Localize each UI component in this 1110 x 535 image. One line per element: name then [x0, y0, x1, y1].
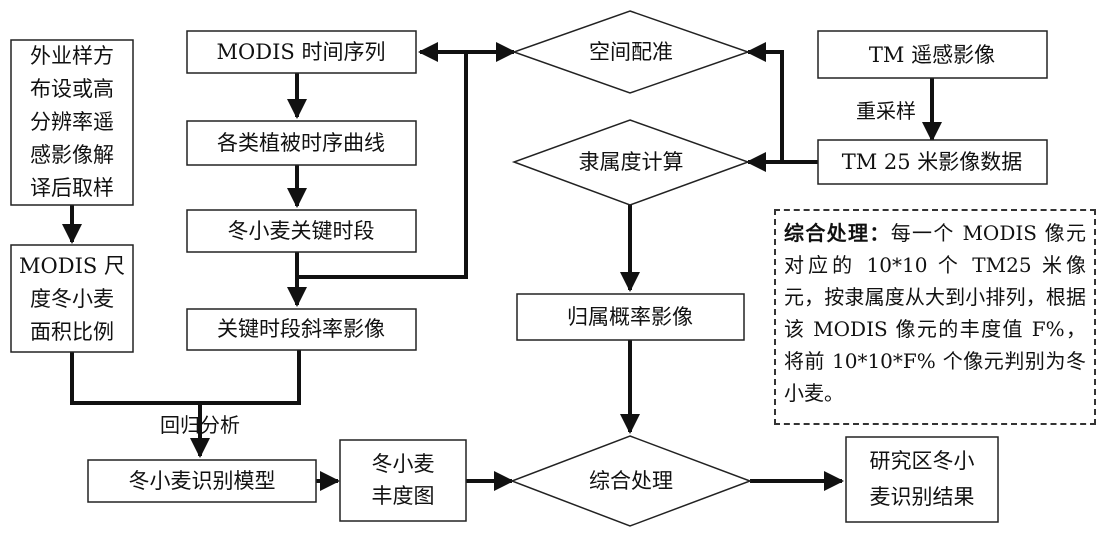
- label-integrated: 综合处理: [589, 469, 673, 493]
- note-body: 每一个 MODIS 像元对应的 10*10 个 TM25 米像元，按隶属度从大到…: [784, 221, 1086, 405]
- label-line: 冬小麦关键时段: [228, 219, 375, 243]
- label-line: 各类植被时序曲线: [217, 131, 385, 155]
- label-line: 麦识别结果: [870, 485, 975, 509]
- label-spatial-reg: 空间配准: [589, 40, 673, 64]
- label-field-sample: 外业样方布设或高分辨率遥感影像解译后取样: [30, 44, 114, 200]
- label-tm-image: TM 遥感影像: [869, 43, 995, 67]
- edge-tm25-to-registration: [748, 52, 818, 162]
- label-line: 关键时段斜率影像: [217, 317, 385, 341]
- label-key-period: 冬小麦关键时段: [228, 219, 375, 243]
- label-line: MODIS 时间序列: [217, 40, 386, 64]
- label-line: 综合处理: [589, 469, 673, 493]
- label-membership: 隶属度计算: [579, 150, 684, 174]
- label-tm25: TM 25 米影像数据: [842, 150, 1023, 174]
- label-slope-image: 关键时段斜率影像: [217, 317, 385, 341]
- label-veg-curves: 各类植被时序曲线: [217, 131, 385, 155]
- label-line: 冬小麦: [372, 452, 435, 476]
- label-line: 外业样方: [30, 44, 114, 68]
- label-prob-image: 归属概率影像: [567, 305, 693, 329]
- label-line: 隶属度计算: [579, 150, 684, 174]
- label-line: 冬小麦识别模型: [129, 469, 276, 493]
- edge-slope-merge: [200, 350, 299, 403]
- edge-ratio-merge: [72, 352, 200, 403]
- label-line: 度冬小麦: [30, 287, 114, 311]
- edge-label-resample: 重采样: [856, 99, 916, 123]
- label-line: TM 25 米影像数据: [842, 150, 1023, 174]
- label-line: 感影像解: [30, 143, 114, 167]
- label-line: MODIS 尺: [19, 254, 125, 278]
- label-line: 归属概率影像: [567, 305, 693, 329]
- label-line: TM 遥感影像: [869, 43, 995, 67]
- label-line: 布设或高: [30, 77, 114, 101]
- note-title: 综合处理：: [784, 221, 891, 245]
- label-line: 空间配准: [589, 40, 673, 64]
- label-wheat-model: 冬小麦识别模型: [129, 469, 276, 493]
- label-line: 研究区冬小: [870, 449, 975, 473]
- label-modis-series: MODIS 时间序列: [217, 40, 386, 64]
- edge-label-regression: 回归分析: [160, 413, 240, 437]
- integrated-processing-note: 综合处理：每一个 MODIS 像元对应的 10*10 个 TM25 米像元，按隶…: [774, 209, 1096, 425]
- label-line: 丰度图: [372, 484, 435, 508]
- label-line: 面积比例: [30, 320, 114, 344]
- label-line: 译后取样: [30, 176, 114, 200]
- label-line: 分辨率遥: [30, 110, 114, 134]
- label-modis-ratio: MODIS 尺度冬小麦面积比例: [19, 254, 125, 344]
